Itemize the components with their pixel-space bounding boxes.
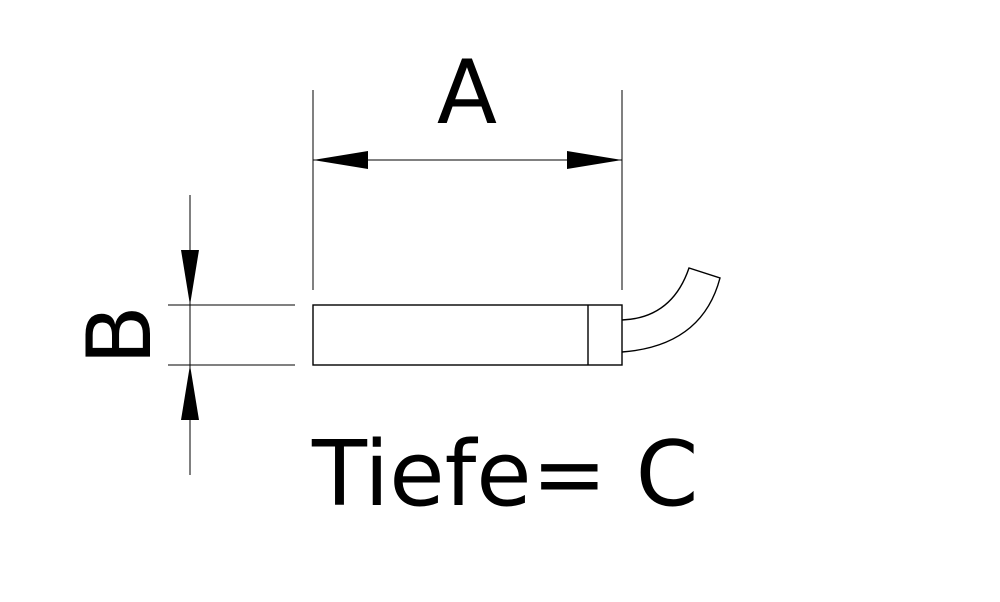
depth-note: Tiefe= C	[311, 422, 699, 527]
arrowhead-top	[181, 250, 199, 305]
dimension-label-a: A	[437, 41, 497, 144]
part-body	[312, 304, 623, 366]
arrowhead-right	[567, 151, 622, 169]
dimension-a: A	[312, 41, 623, 290]
arrowhead-bottom	[181, 365, 199, 420]
dimension-label-b: B	[68, 305, 171, 365]
dimension-b: B	[68, 195, 295, 475]
cable-lead	[621, 267, 721, 353]
arrowhead-left	[313, 151, 368, 169]
